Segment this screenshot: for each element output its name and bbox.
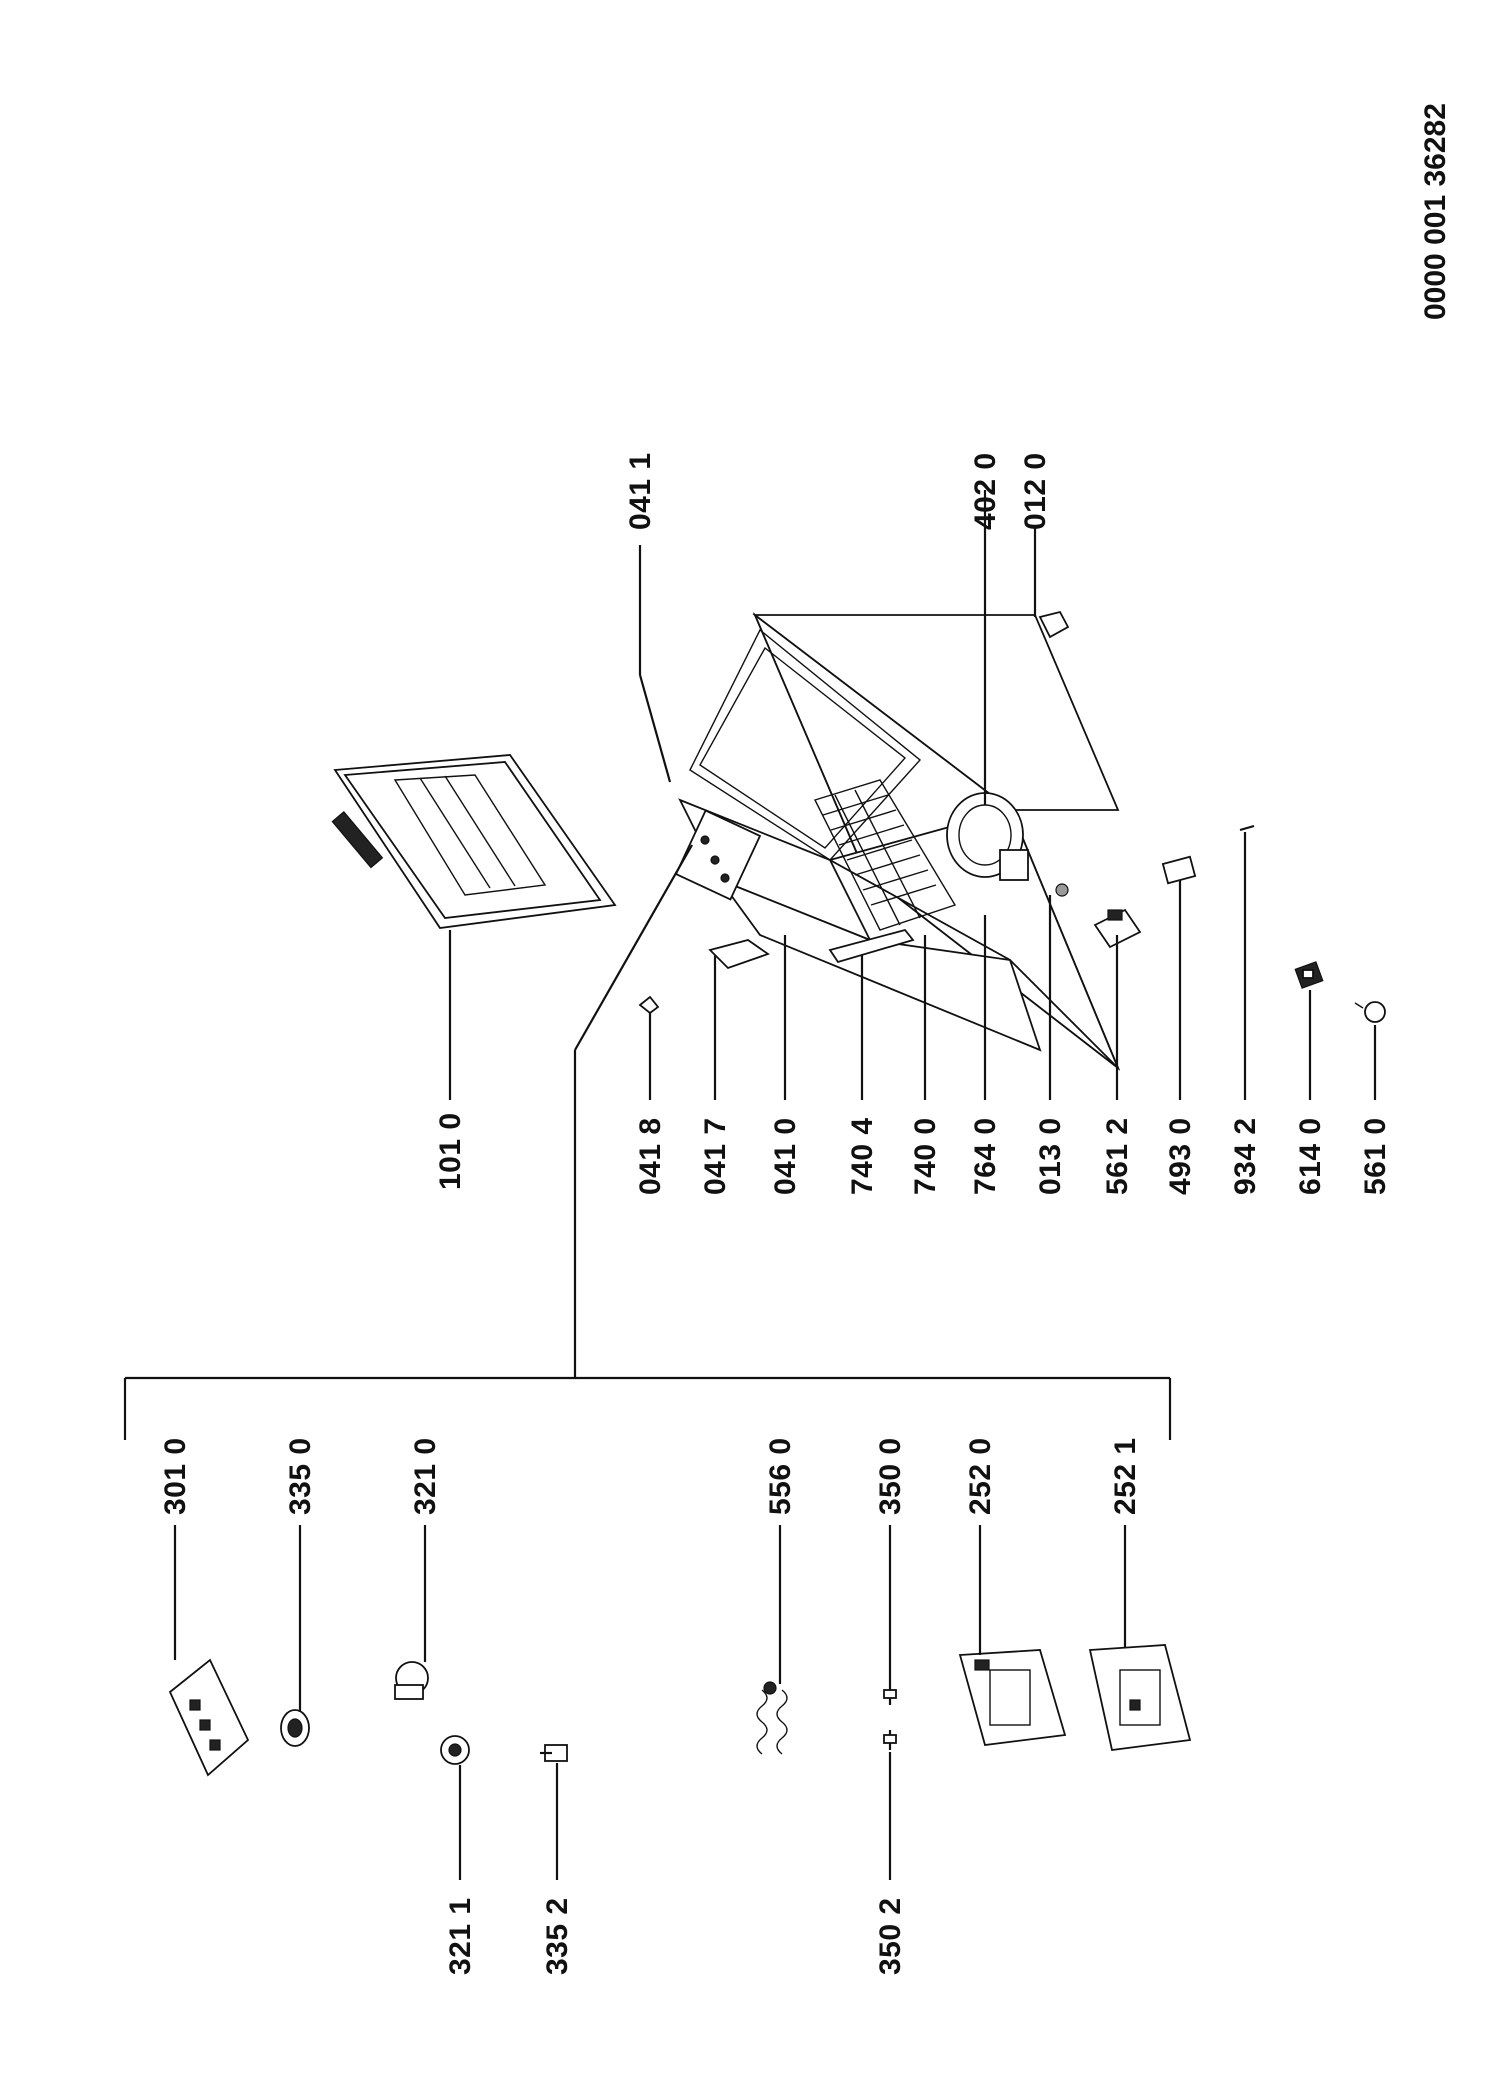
label-556-0: 556 0: [764, 1437, 797, 1515]
part-321-1: [440, 1735, 470, 1765]
label-764-0: 764 0: [969, 1117, 1002, 1195]
label-041-7: 041 7: [699, 1117, 732, 1195]
compressor: [946, 792, 1029, 881]
part-301-0: [168, 1658, 250, 1777]
part-321-0: [394, 1661, 429, 1700]
label-493-0: 493 0: [1164, 1117, 1197, 1195]
label-934-2: 934 2: [1229, 1117, 1262, 1195]
label-101-0: 101 0: [434, 1112, 467, 1190]
foot-013-0: [1055, 883, 1069, 897]
label-350-0: 350 0: [874, 1437, 907, 1515]
part-350-0: [883, 1685, 897, 1705]
label-041-8: 041 8: [634, 1117, 667, 1195]
subassembly-bracket: [123, 844, 1172, 1440]
label-402-0: 402 0: [969, 452, 1002, 530]
part-252-0: [958, 1649, 1067, 1746]
part-labels: 101 0 041 1 402 0 012 0 041 8 041 7 041 …: [159, 452, 1392, 1975]
label-335-0: 335 0: [284, 1437, 317, 1515]
part-934-2: [1239, 824, 1255, 832]
label-252-0: 252 0: [964, 1437, 997, 1515]
part-740-4: [828, 928, 915, 964]
label-321-0: 321 0: [409, 1437, 442, 1515]
part-335-0: [280, 1709, 310, 1747]
part-252-1: [1088, 1644, 1192, 1751]
label-041-1: 041 1: [624, 452, 657, 530]
part-561-0: [1354, 1001, 1386, 1023]
label-350-2: 350 2: [874, 1897, 907, 1975]
label-301-0: 301 0: [159, 1437, 192, 1515]
cabinet-body: [674, 610, 1121, 1071]
part-493-0: [1161, 855, 1197, 885]
label-740-4: 740 4: [846, 1117, 879, 1195]
part-556-0: [756, 1681, 788, 1755]
label-561-2: 561 2: [1101, 1117, 1134, 1195]
label-041-0: 041 0: [769, 1117, 802, 1195]
part-335-2: [540, 1744, 568, 1762]
condenser-grid: [814, 779, 957, 931]
leader-lines: [173, 490, 1377, 1880]
part-041-7: [708, 939, 770, 970]
label-321-1: 321 1: [444, 1897, 477, 1975]
cabinet-switch-block: [674, 809, 762, 901]
label-252-1: 252 1: [1109, 1437, 1142, 1515]
hinge-012-0: [1038, 610, 1070, 639]
label-740-0: 740 0: [909, 1117, 942, 1195]
label-012-0: 012 0: [1019, 452, 1052, 530]
label-614-0: 614 0: [1294, 1117, 1327, 1195]
part-041-8: [638, 995, 660, 1015]
label-561-0: 561 0: [1359, 1117, 1392, 1195]
part-561-2: [1093, 908, 1142, 949]
door-101-0: [331, 754, 617, 929]
part-350-2: [883, 1730, 897, 1750]
label-013-0: 013 0: [1034, 1117, 1067, 1195]
part-614-0: [1294, 961, 1324, 989]
label-335-2: 335 2: [541, 1897, 574, 1975]
document-reference: 0000 001 36282: [1419, 103, 1452, 320]
